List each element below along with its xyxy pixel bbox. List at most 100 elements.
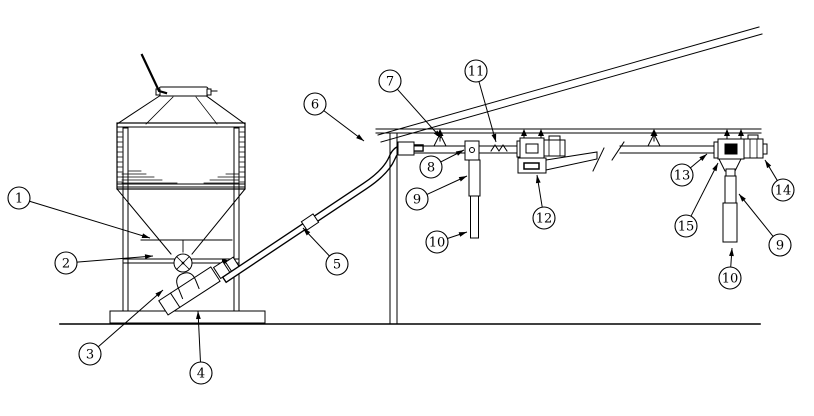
- auger-chute: [545, 147, 605, 172]
- chute-break-mark: [592, 147, 605, 172]
- leader-arrow-icon: [729, 248, 734, 257]
- leader-arrow-icon: [699, 154, 707, 161]
- drop-unit-right: [713, 129, 768, 243]
- leader-arrow-icon: [141, 233, 150, 238]
- callout-number: 6: [311, 98, 319, 113]
- drop-tube-lower: [722, 202, 738, 243]
- callout-9: 9: [405, 175, 468, 211]
- callout-7: 7: [378, 69, 442, 139]
- callout-number: 9: [776, 239, 784, 254]
- pipe-hanger-right: [647, 129, 661, 147]
- leader-arrow-icon: [739, 194, 746, 202]
- leader-arrow-icon: [458, 232, 467, 237]
- feed-line-pipe: [397, 140, 716, 161]
- leader-arrow-icon: [144, 254, 153, 260]
- silo-body: [116, 122, 246, 190]
- auger-spiral-symbol: [490, 144, 508, 152]
- callout-1: 1: [7, 186, 151, 239]
- callout-number: 5: [333, 258, 341, 273]
- leader-arrow-icon: [155, 290, 163, 298]
- auger-boot: [158, 256, 240, 316]
- callout-circle: [425, 230, 449, 254]
- callout-number: 3: [86, 348, 94, 363]
- pipe-flange: [713, 141, 719, 159]
- support-post: [389, 132, 398, 325]
- drop-tube-upper: [468, 159, 481, 197]
- callout-number: 1: [15, 192, 23, 207]
- control-box: [517, 157, 547, 174]
- callout-number: 10: [722, 272, 739, 287]
- hopper-box: [519, 137, 545, 159]
- callout-number: 12: [536, 212, 553, 227]
- leader-line: [396, 88, 442, 139]
- callout-circle: [419, 155, 443, 179]
- fill-pipe: [221, 144, 424, 284]
- leader-arrow-icon: [712, 163, 718, 172]
- drop-outlet-left: [464, 140, 481, 239]
- callout-circle: [532, 206, 556, 230]
- leader-line: [97, 289, 164, 348]
- drop-tube-lower: [470, 195, 479, 239]
- callout-number: 15: [678, 220, 695, 235]
- leader-arrow-icon: [458, 176, 467, 182]
- silo-lid: [155, 86, 218, 97]
- callout-3: 3: [78, 289, 164, 366]
- feeder-motor: [743, 134, 768, 159]
- callout-circle: [7, 186, 31, 210]
- feed-silo: [116, 53, 246, 316]
- leader-arrow-icon: [535, 175, 541, 184]
- drop-tube-upper: [724, 175, 737, 204]
- hanger-arrow-icon: [538, 129, 544, 136]
- leader-line: [690, 162, 719, 217]
- callout-circle: [405, 187, 429, 211]
- drop-funnel: [718, 158, 742, 177]
- agitator-wheel: [173, 253, 193, 273]
- callout-circle: [670, 163, 694, 187]
- hanger-arrow-icon: [738, 129, 744, 136]
- callout-circle: [464, 59, 488, 83]
- callout-number: 14: [775, 184, 792, 199]
- silo-hopper-cone: [116, 188, 246, 255]
- leader-arrow-icon: [356, 134, 364, 141]
- leader-arrow-icon: [433, 130, 441, 138]
- pipe-junction-coupler: [397, 141, 415, 156]
- silo-roof: [116, 94, 246, 125]
- leader-line: [738, 193, 774, 237]
- roof-slope-line: [377, 26, 763, 143]
- callout-circle: [54, 251, 78, 275]
- callout-circle: [189, 361, 213, 385]
- callout-6: 6: [303, 92, 365, 142]
- callout-10: 10: [718, 247, 742, 290]
- leader-arrow-icon: [303, 228, 311, 236]
- leader-arrow-icon: [765, 160, 772, 169]
- callout-circle: [718, 266, 742, 290]
- leader-line: [478, 81, 497, 143]
- hanger-arrow-icon: [650, 129, 658, 136]
- callout-circle: [325, 252, 349, 276]
- callout-13: 13: [670, 153, 708, 187]
- callout-4: 4: [189, 310, 213, 385]
- callout-number: 2: [62, 257, 70, 272]
- callout-circle: [674, 214, 698, 238]
- hanger-arrow-icon: [521, 129, 527, 136]
- callout-2: 2: [54, 251, 154, 275]
- pipe-coupler: [300, 213, 320, 231]
- leader-line: [197, 310, 201, 363]
- silo-legs: [122, 127, 240, 312]
- leader-arrow-icon: [455, 150, 464, 156]
- feeder-window: [724, 143, 738, 155]
- leader-line: [323, 110, 365, 142]
- hanger-arrow-icon: [724, 129, 730, 136]
- drive-motor: [543, 135, 566, 157]
- callout-12: 12: [532, 174, 556, 230]
- boot-cover-arch: [176, 272, 200, 300]
- lid-opener-pole: [140, 53, 168, 95]
- callout-circle: [303, 92, 327, 116]
- callout-circle: [768, 233, 792, 257]
- callout-15: 15: [674, 162, 719, 238]
- leader-line: [76, 255, 154, 263]
- callout-number: 8: [427, 161, 435, 176]
